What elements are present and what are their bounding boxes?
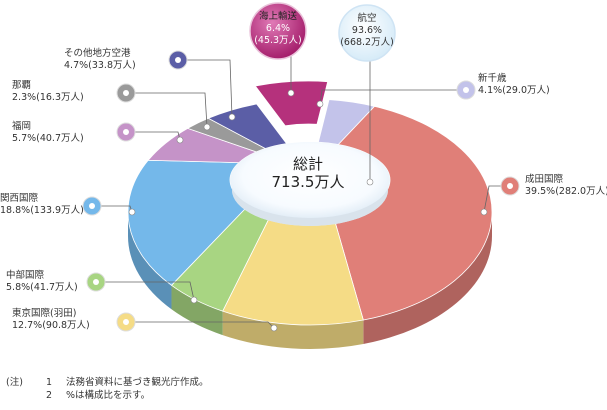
side-chubu (171, 285, 223, 336)
label-chubu: 中部国際 5.8%(41.7万人) (6, 270, 78, 294)
label-shinchitose: 新千歳 4.1%(29.0万人) (478, 73, 550, 97)
label-value: 5.7%(40.7万人) (12, 133, 84, 144)
donut-sides (128, 212, 492, 350)
leader-shinchitose (319, 89, 466, 105)
leader-narita (483, 185, 503, 213)
footnote-num: 1 (46, 377, 53, 388)
label-fukuoka: 福岡 5.7%(40.7万人) (12, 121, 84, 145)
label-name: 新千歳 (478, 73, 507, 84)
footnote-text: 法務省資料に基づき観光庁作成。 (66, 377, 209, 388)
label-name: 東京国際(羽田) (12, 308, 77, 319)
label-value: 12.7%(90.8万人) (12, 320, 90, 331)
total-title: 総計 (292, 155, 323, 173)
footnote-prefix: (注) (6, 377, 23, 388)
anchor-dots (128, 89, 488, 332)
air-group-name: 航空 (357, 13, 377, 24)
footnote-num: 2 (46, 390, 53, 401)
label-value: 2.3%(16.3万人) (12, 92, 84, 103)
legend-markers (82, 50, 520, 332)
bubble-air-text: 航空 93.6% (668.2万人) (334, 13, 400, 49)
side-kansai (128, 212, 172, 310)
total-value: 713.5万人 (271, 173, 345, 191)
bubble-sea-text: 海上輸送 6.4% (45.3万人) (250, 11, 306, 47)
label-tokyo: 東京国際(羽田) 12.7%(90.8万人) (12, 308, 90, 332)
marker-naha (116, 83, 136, 103)
label-name: 福岡 (12, 121, 32, 132)
label-value: 18.8%(133.9万人) (0, 205, 84, 216)
marker-kansai (82, 196, 102, 216)
marker-fukuoka (116, 122, 136, 142)
marker-chubu (86, 272, 106, 292)
donut-slices (127, 80, 493, 326)
leader-naha (128, 92, 208, 128)
label-other: その他地方空港 4.7%(33.8万人) (64, 48, 136, 72)
marker-shinchitose (456, 80, 476, 100)
marker-other (168, 50, 188, 70)
sea-group-count: (45.3万人) (254, 35, 302, 46)
marker-tokyo (116, 312, 136, 332)
footnote-1: (注) 1 法務省資料に基づき観光庁作成。 (6, 376, 209, 389)
label-narita: 成田国際 39.5%(282.0万人) (525, 174, 607, 198)
air-group-count: (668.2万人) (340, 37, 394, 48)
footnote-2: 2 %は構成比を示す。 (6, 389, 209, 402)
side-narita (363, 212, 492, 345)
leader-chubu (98, 281, 195, 301)
label-value: 39.5%(282.0万人) (525, 186, 607, 197)
label-value: 4.1%(29.0万人) (478, 85, 550, 96)
label-name: 関西国際 (0, 193, 39, 204)
footnotes: (注) 1 法務省資料に基づき観光庁作成。 2 %は構成比を示す。 (6, 376, 209, 402)
label-name: その他地方空港 (64, 48, 131, 59)
label-naha: 那覇 2.3%(16.3万人) (12, 80, 84, 104)
label-kansai: 関西国際 18.8%(133.9万人) (0, 193, 84, 217)
label-name: 那覇 (12, 80, 32, 91)
slice-sea (254, 80, 329, 127)
bubble-air (338, 4, 396, 62)
label-name: 中部国際 (6, 270, 45, 281)
label-value: 5.8%(41.7万人) (6, 282, 78, 293)
sea-group-pct: 6.4% (265, 23, 291, 34)
sea-group-name: 海上輸送 (258, 11, 297, 22)
leader-other (178, 59, 233, 118)
bubble-sea (249, 2, 307, 60)
label-value: 4.7%(33.8万人) (64, 60, 136, 71)
air-group-pct: 93.6% (351, 25, 383, 36)
label-name: 成田国際 (525, 174, 564, 185)
marker-narita (500, 176, 520, 196)
center-total: 総計 713.5万人 (263, 155, 353, 191)
donut-center (230, 142, 390, 226)
footnote-text: %は構成比を示す。 (66, 390, 151, 401)
